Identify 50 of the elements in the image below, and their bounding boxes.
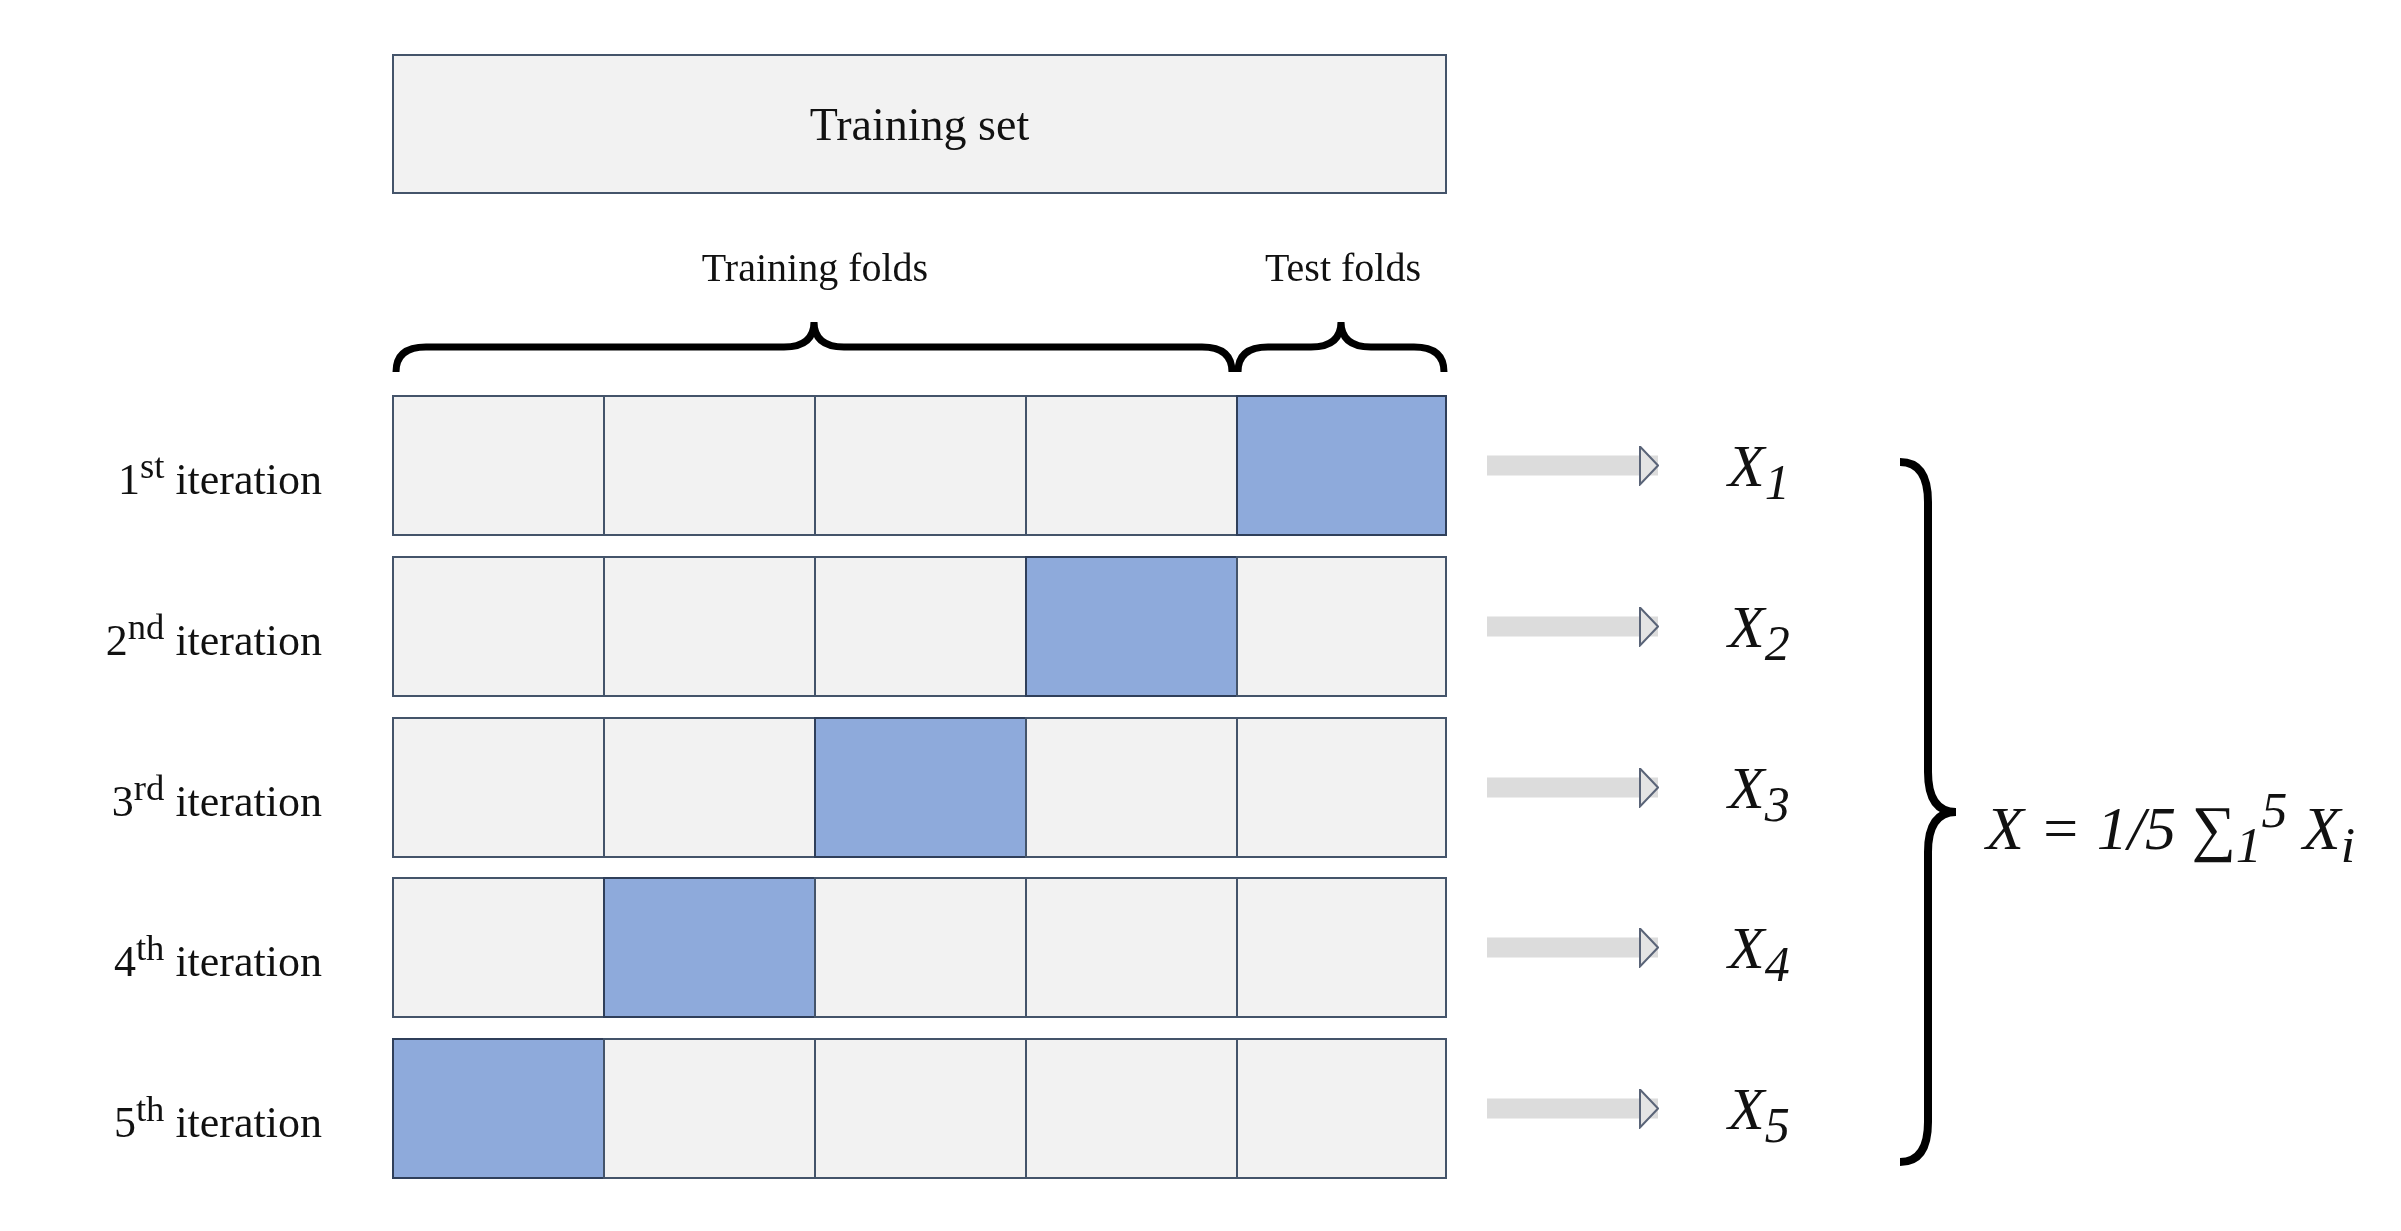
fold-cell	[603, 556, 816, 697]
fold-cell	[1025, 395, 1238, 536]
iteration-label: 2$^{nd}$ iteration	[105, 604, 322, 667]
arrow	[1487, 606, 1659, 647]
box-title: Training set	[809, 97, 1030, 151]
fold-row	[392, 1038, 1447, 1179]
fold-row	[392, 556, 1447, 697]
result-symbol: X$_{1}$	[1728, 425, 1790, 522]
arrow	[1487, 1088, 1659, 1129]
result-symbol: X$_{5}$	[1728, 1068, 1790, 1165]
fold-cell	[1236, 1038, 1447, 1179]
fold-cell	[392, 1038, 605, 1179]
fold-cell	[1236, 556, 1447, 697]
training-set-box	[392, 54, 1447, 194]
fold-cell	[1025, 877, 1238, 1018]
fold-cell	[392, 717, 605, 858]
formula: X = 1/5 ∑$_{1}$$^{5}$ X$_{i}$	[1986, 780, 2356, 875]
iteration-label: 3$^{rd}$ iteration	[111, 765, 322, 828]
fold-row	[392, 877, 1447, 1018]
brace-label: Training folds	[701, 244, 929, 291]
fold-row	[392, 717, 1447, 858]
fold-cell	[1025, 717, 1238, 858]
fold-cell	[603, 395, 816, 536]
fold-cell	[1236, 717, 1447, 858]
fold-cell	[1025, 556, 1238, 697]
fold-cell	[814, 877, 1027, 1018]
iteration-label: 5$^{th}$ iteration	[113, 1086, 322, 1149]
iteration-label: 4$^{th}$ iteration	[113, 925, 322, 988]
fold-cell	[814, 556, 1027, 697]
fold-cell	[392, 395, 605, 536]
fold-cell	[392, 877, 605, 1018]
result-symbol: X$_{2}$	[1728, 586, 1790, 683]
iteration-label: 1$^{st}$ iteration	[117, 443, 322, 506]
fold-cell	[603, 1038, 816, 1179]
fold-cell	[603, 717, 816, 858]
result-symbol: X$_{3}$	[1728, 747, 1790, 844]
fold-row	[392, 395, 1447, 536]
fold-cell	[814, 717, 1027, 858]
result-symbol: X$_{4}$	[1728, 907, 1790, 1004]
fold-cell	[814, 1038, 1027, 1179]
arrow	[1487, 767, 1659, 808]
brace-label: Test folds	[1264, 244, 1422, 291]
fold-cell	[603, 877, 816, 1018]
fold-cell	[1236, 877, 1447, 1018]
fold-cell	[1236, 395, 1447, 536]
fold-cell	[1025, 1038, 1238, 1179]
fold-cell	[392, 556, 605, 697]
fold-cell	[814, 395, 1027, 536]
arrow	[1487, 445, 1659, 486]
arrow	[1487, 927, 1659, 968]
